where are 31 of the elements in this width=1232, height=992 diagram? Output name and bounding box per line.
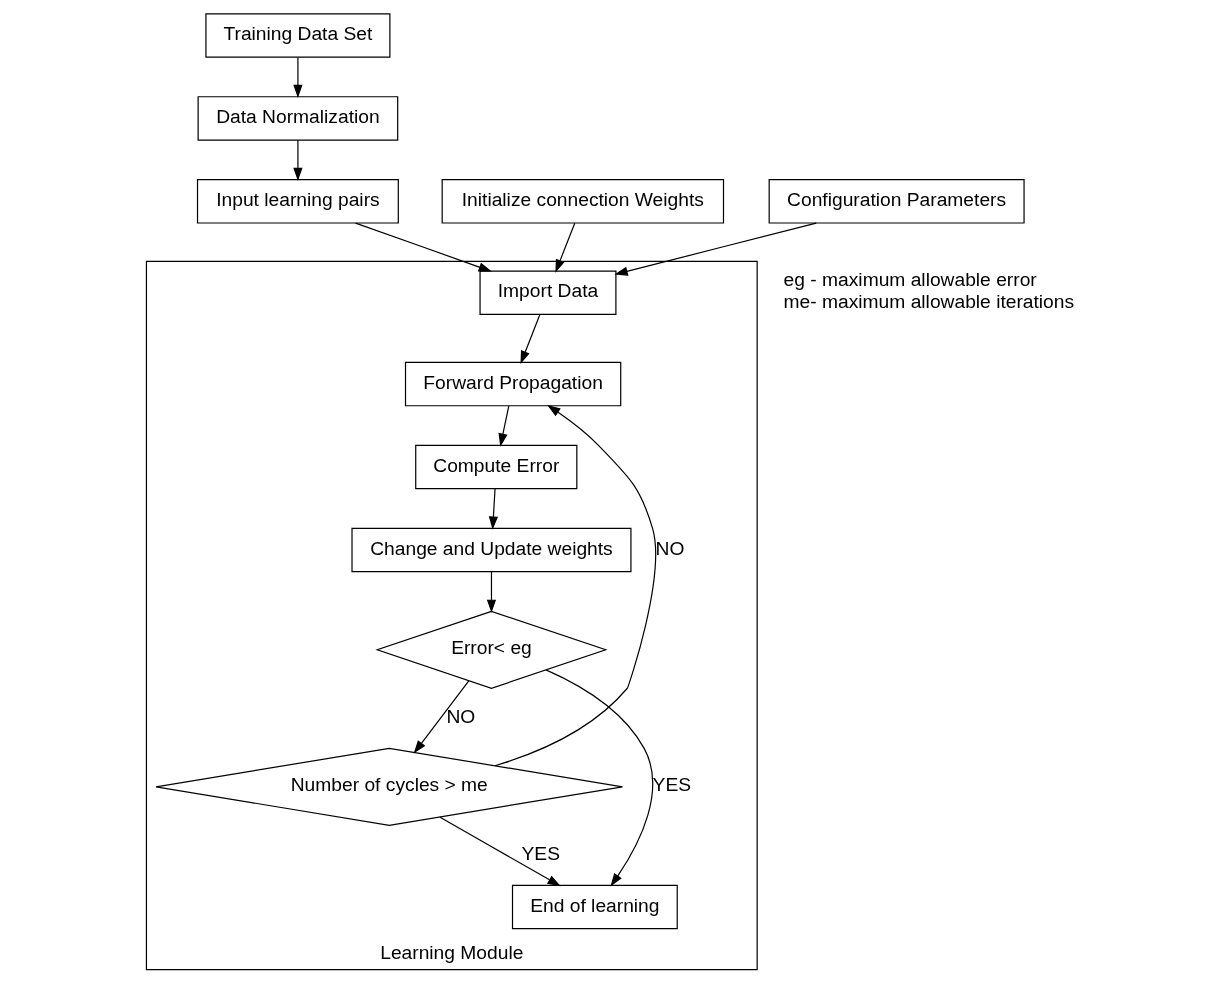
node-box: Compute Error (414, 444, 577, 489)
label: eg - maximum allowable error (783, 268, 1037, 290)
arrow (413, 679, 469, 753)
edge-label: YES (521, 842, 560, 864)
edge-label: NO (445, 705, 475, 727)
arrow (554, 222, 575, 273)
node-box: Change and Update weights (350, 527, 632, 572)
node-box: End of learning (511, 884, 678, 929)
arrow (354, 222, 492, 272)
node-box: Data Normalization (197, 95, 398, 141)
arrow (486, 570, 496, 613)
label: me- maximum allowable iterations (783, 290, 1074, 312)
node-box: Input learning pairs (196, 178, 399, 224)
node-diamond: Number of cycles > me (154, 747, 623, 826)
node-box: Configuration Parameters (768, 178, 1025, 224)
arrow (497, 404, 509, 447)
node-diamond: Error< eg (374, 610, 608, 689)
arrow (494, 404, 656, 766)
node-box: Initialize connection Weights (441, 178, 724, 224)
arrow (520, 313, 540, 364)
node-box: Import Data (478, 269, 616, 315)
arrow (292, 56, 303, 98)
arrow (292, 139, 303, 181)
arrow (544, 668, 653, 886)
arrow (488, 487, 498, 530)
arrow (439, 816, 561, 886)
arrow (614, 222, 817, 276)
node-box: Forward Propagation (404, 361, 621, 406)
node-box: Training Data Set (204, 12, 390, 58)
edge-label: YES (652, 773, 691, 795)
edge-label: NO (655, 537, 684, 559)
